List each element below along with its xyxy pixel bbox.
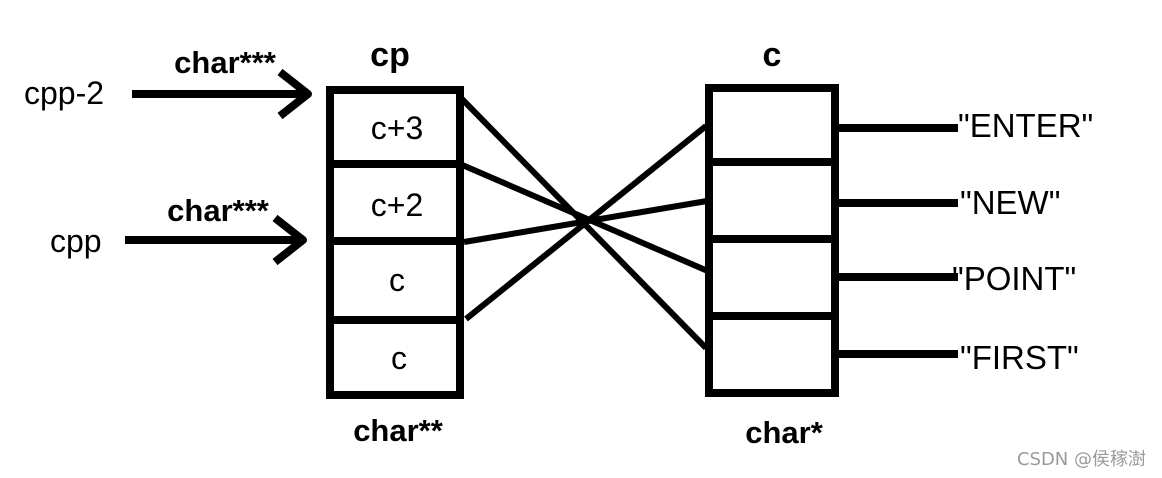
watermark-text: CSDN @侯稼澍: [1017, 449, 1146, 470]
pointer-name-cpp: cpp: [50, 223, 102, 259]
cp-array-title: cp: [370, 36, 410, 74]
cp-array: c+3 c+2 c c cp char**: [326, 36, 464, 448]
string-label-1: "NEW": [960, 184, 1060, 221]
string-label-3: "FIRST": [960, 339, 1079, 376]
cp-array-type: char**: [353, 413, 444, 448]
pointer-type-cpp-minus-2: char***: [174, 45, 277, 80]
c-array-type: char*: [745, 415, 823, 450]
pointer-name-cpp-minus-2: cpp-2: [24, 75, 104, 111]
string-links: [835, 124, 958, 358]
cp-cell-3: c: [391, 340, 407, 376]
cp-cell-0: c+3: [371, 110, 423, 146]
arrow-head-cpp-minus-2: [277, 68, 312, 120]
connector-cp3-to-c0: [464, 123, 708, 322]
string-label-0: "ENTER": [958, 107, 1093, 144]
pointer-cpp-minus-2: cpp-2 char***: [24, 45, 312, 120]
string-label-2: "POINT": [952, 260, 1076, 297]
arrow-head-cpp: [272, 214, 307, 266]
pointer-cpp: cpp char***: [50, 193, 307, 266]
connector-lines: [457, 94, 712, 351]
c-array: c char*: [705, 36, 839, 450]
pointer-type-cpp: char***: [167, 193, 270, 228]
cp-cell-1: c+2: [371, 187, 423, 223]
c-array-title: c: [763, 36, 782, 74]
connector-cp1-to-c2: [458, 161, 712, 275]
cp-cell-2: c: [389, 262, 405, 298]
